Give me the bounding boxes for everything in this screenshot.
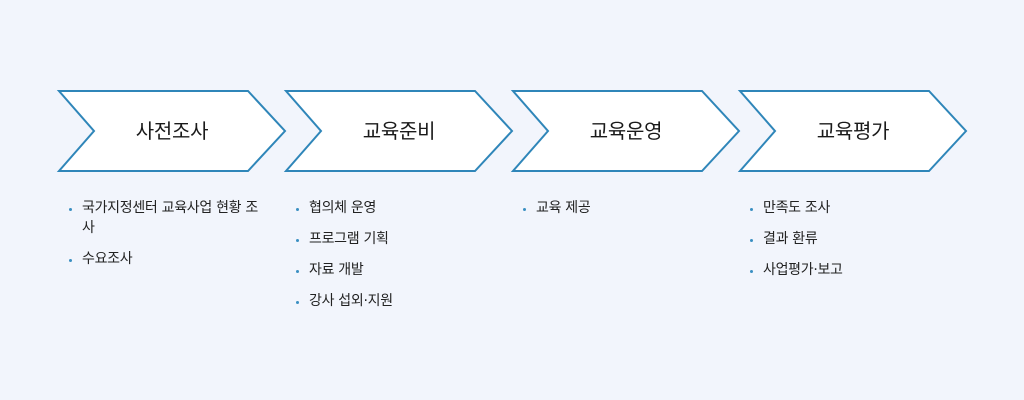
task-label: 국가지정센터 교육사업 현황 조사 bbox=[82, 200, 258, 236]
bullet-icon bbox=[69, 208, 72, 211]
stage-title: 교육운영 bbox=[589, 119, 663, 143]
bullet-icon bbox=[296, 301, 299, 304]
bullet-icon bbox=[296, 239, 299, 242]
task-label: 협의체 운영 bbox=[309, 200, 377, 216]
stage-title: 교육준비 bbox=[362, 119, 436, 143]
task-item: 수요조사 bbox=[66, 249, 266, 269]
task-item: 자료 개발 bbox=[293, 260, 493, 280]
chevron-arrow-shape bbox=[283, 90, 514, 172]
task-label: 사업평가·보고 bbox=[763, 262, 843, 278]
task-label: 자료 개발 bbox=[309, 262, 364, 278]
task-label: 결과 환류 bbox=[763, 231, 818, 247]
task-label: 수요조사 bbox=[82, 251, 133, 267]
task-item: 강사 섭외·지원 bbox=[293, 291, 493, 311]
task-label: 강사 섭외·지원 bbox=[309, 293, 393, 309]
stage-2-task-list: 협의체 운영 프로그램 기획 자료 개발 강사 섭외·지원 bbox=[293, 198, 493, 322]
chevron-arrow-shape bbox=[737, 90, 968, 172]
task-item: 교육 제공 bbox=[520, 198, 720, 218]
task-item: 프로그램 기획 bbox=[293, 229, 493, 249]
task-label: 교육 제공 bbox=[536, 200, 591, 216]
stage-title: 교육평가 bbox=[816, 119, 890, 143]
bullet-icon bbox=[296, 208, 299, 211]
stage-1: 사전조사 bbox=[56, 90, 287, 172]
task-item: 국가지정센터 교육사업 현황 조사 bbox=[66, 198, 266, 238]
task-label: 프로그램 기획 bbox=[309, 231, 389, 247]
task-label: 만족도 조사 bbox=[763, 200, 831, 216]
stage-2: 교육준비 bbox=[283, 90, 514, 172]
task-item: 협의체 운영 bbox=[293, 198, 493, 218]
bullet-icon bbox=[296, 270, 299, 273]
bullet-icon bbox=[69, 259, 72, 262]
bullet-icon bbox=[523, 208, 526, 211]
bullet-icon bbox=[750, 239, 753, 242]
stage-1-task-list: 국가지정센터 교육사업 현황 조사 수요조사 bbox=[66, 198, 266, 280]
task-item: 만족도 조사 bbox=[747, 198, 947, 218]
bullet-icon bbox=[750, 208, 753, 211]
chevron-arrow-shape bbox=[510, 90, 741, 172]
stage-4: 교육평가 bbox=[737, 90, 968, 172]
bullet-icon bbox=[750, 270, 753, 273]
stage-3: 교육운영 bbox=[510, 90, 741, 172]
stage-3-task-list: 교육 제공 bbox=[520, 198, 720, 229]
chevron-arrow-shape bbox=[56, 90, 287, 172]
stage-4-task-list: 만족도 조사 결과 환류 사업평가·보고 bbox=[747, 198, 947, 291]
task-item: 결과 환류 bbox=[747, 229, 947, 249]
task-item: 사업평가·보고 bbox=[747, 260, 947, 280]
stage-title: 사전조사 bbox=[135, 119, 209, 143]
